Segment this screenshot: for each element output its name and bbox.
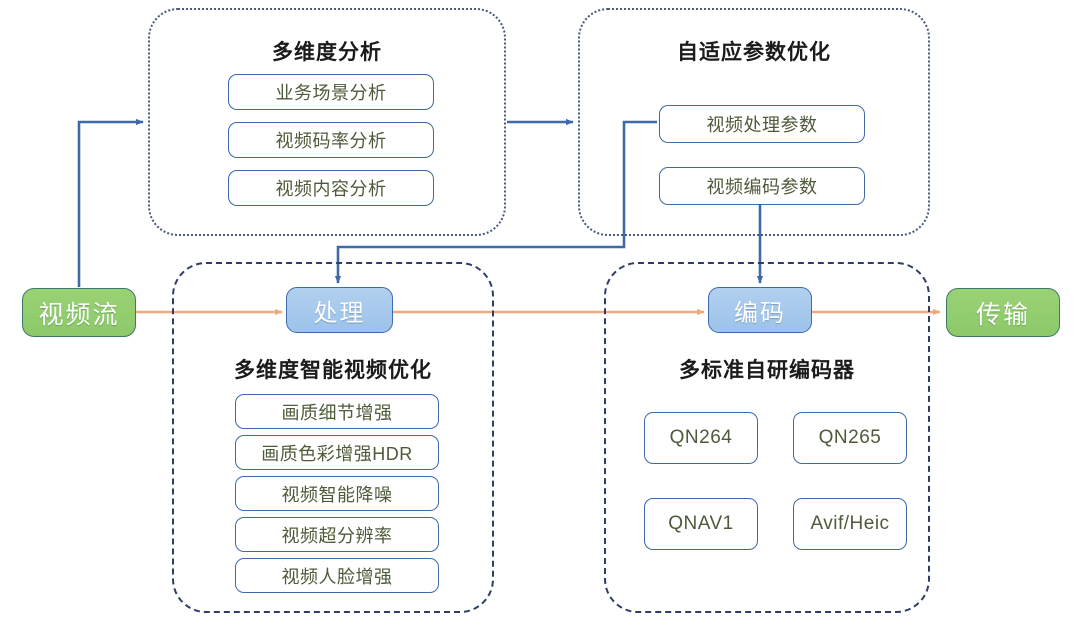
control-arrow-source-to-analysis: [77, 118, 144, 287]
panel-intelligent-video-optimization: 多维度智能视频优化 画质细节增强 画质色彩增强HDR 视频智能降噪 视频超分辨率…: [172, 262, 494, 613]
optimize-item-4[interactable]: 视频人脸增强: [235, 558, 439, 593]
adaptive-item-0[interactable]: 视频处理参数: [659, 105, 865, 143]
endpoint-video-source[interactable]: 视频流: [22, 288, 136, 337]
panel-title-adaptive: 自适应参数优化: [677, 41, 831, 64]
optimize-item-1[interactable]: 画质色彩增强HDR: [235, 435, 439, 470]
stage-block-encode[interactable]: 编码: [708, 287, 812, 333]
panel-multidimensional-analysis: 多维度分析 业务场景分析 视频码率分析 视频内容分析: [148, 8, 506, 236]
panel-title-optimize: 多维度智能视频优化: [234, 359, 432, 382]
encoder-item-3[interactable]: Avif/Heic: [793, 498, 907, 550]
optimize-item-0[interactable]: 画质细节增强: [235, 394, 439, 429]
panel-adaptive-parameter-optimization: 自适应参数优化 视频处理参数 视频编码参数: [578, 8, 930, 236]
analysis-item-0[interactable]: 业务场景分析: [228, 74, 434, 110]
optimize-item-3[interactable]: 视频超分辨率: [235, 517, 439, 552]
analysis-item-1[interactable]: 视频码率分析: [228, 122, 434, 158]
adaptive-item-1[interactable]: 视频编码参数: [659, 167, 865, 205]
encoder-item-2[interactable]: QNAV1: [644, 498, 758, 550]
panel-multistandard-encoders: 多标准自研编码器 QN264 QN265 QNAV1 Avif/Heic: [604, 262, 930, 613]
optimize-item-2[interactable]: 视频智能降噪: [235, 476, 439, 511]
encoder-item-0[interactable]: QN264: [644, 412, 758, 464]
panel-title-analysis: 多维度分析: [272, 41, 382, 64]
stage-block-process[interactable]: 处理: [286, 287, 393, 333]
encoder-item-1[interactable]: QN265: [793, 412, 907, 464]
analysis-item-2[interactable]: 视频内容分析: [228, 170, 434, 206]
panel-title-encoders: 多标准自研编码器: [679, 359, 855, 382]
endpoint-transmission[interactable]: 传输: [946, 288, 1060, 337]
